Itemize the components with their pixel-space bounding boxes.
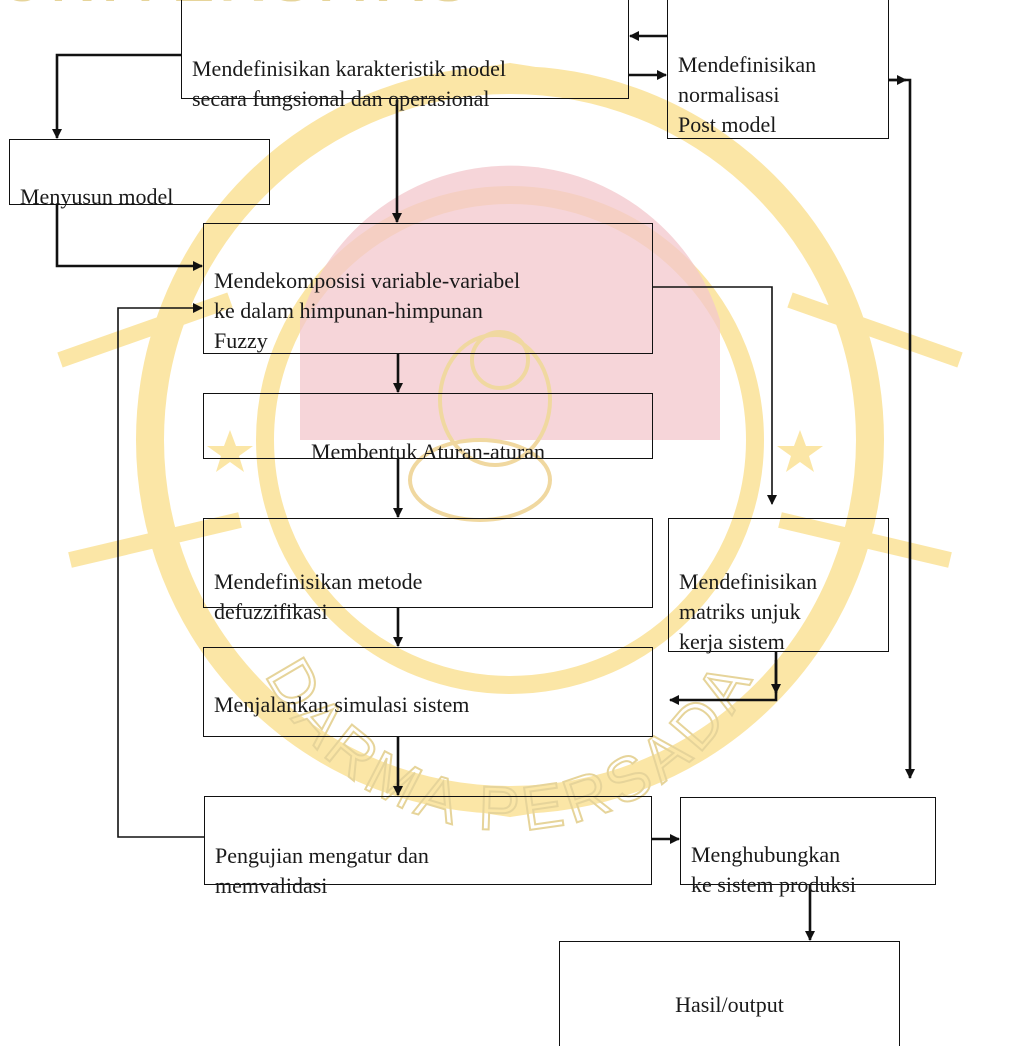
box-label: Mendefinisikan normalisasi Post model bbox=[678, 52, 817, 137]
box-label: Pengujian mengatur dan memvalidasi bbox=[215, 843, 429, 898]
box-define-performance-matrix: Mendefinisikan matriks unjuk kerja siste… bbox=[668, 518, 889, 654]
box-label: Menjalankan simulasi sistem bbox=[214, 692, 470, 717]
box-define-normalization: Mendefinisikan normalisasi Post model bbox=[667, 0, 889, 139]
star-icon bbox=[207, 430, 823, 472]
box-form-rules: Membentuk Aturan-aturan bbox=[203, 393, 653, 464]
box-build-model: Menyusun model bbox=[9, 139, 270, 209]
box-label: Mendekomposisi variable-variabel ke dala… bbox=[214, 268, 521, 353]
box-label: Mendefinisikan matriks unjuk kerja siste… bbox=[679, 569, 818, 654]
box-label: Menghubungkan ke sistem produksi bbox=[691, 842, 856, 897]
arrow-build-model-to-decompose bbox=[55, 205, 203, 271]
box-label: Hasil/output bbox=[675, 992, 784, 1017]
box-label: Membentuk Aturan-aturan bbox=[311, 439, 545, 464]
arrow-normalization-to-production bbox=[888, 78, 915, 779]
box-label: Menyusun model bbox=[20, 184, 174, 209]
box-connect-production-system: Menghubungkan ke sistem produksi bbox=[680, 797, 936, 897]
box-label: Mendefinisikan metode defuzzifikasi bbox=[214, 569, 423, 624]
arrow-char-model-to-build-model bbox=[52, 53, 182, 139]
box-result-output: Hasil/output bbox=[559, 941, 900, 1046]
box-run-simulation: Menjalankan simulasi sistem bbox=[203, 647, 653, 737]
box-label: Mendefinisikan karakteristik model secar… bbox=[192, 56, 507, 111]
arrow-testing-feedback-to-decompose bbox=[117, 303, 204, 838]
box-decompose-variables: Mendekomposisi variable-variabel ke dala… bbox=[203, 223, 653, 354]
box-test-and-validate: Pengujian mengatur dan memvalidasi bbox=[204, 796, 652, 898]
box-define-model-characteristics: Mendefinisikan karakteristik model secar… bbox=[181, 0, 629, 111]
arrow-decompose-to-matrix bbox=[652, 286, 777, 505]
watermark-text-top: UNIVERSITAS bbox=[0, 0, 475, 14]
box-define-defuzzification: Mendefinisikan metode defuzzifikasi bbox=[203, 518, 653, 624]
